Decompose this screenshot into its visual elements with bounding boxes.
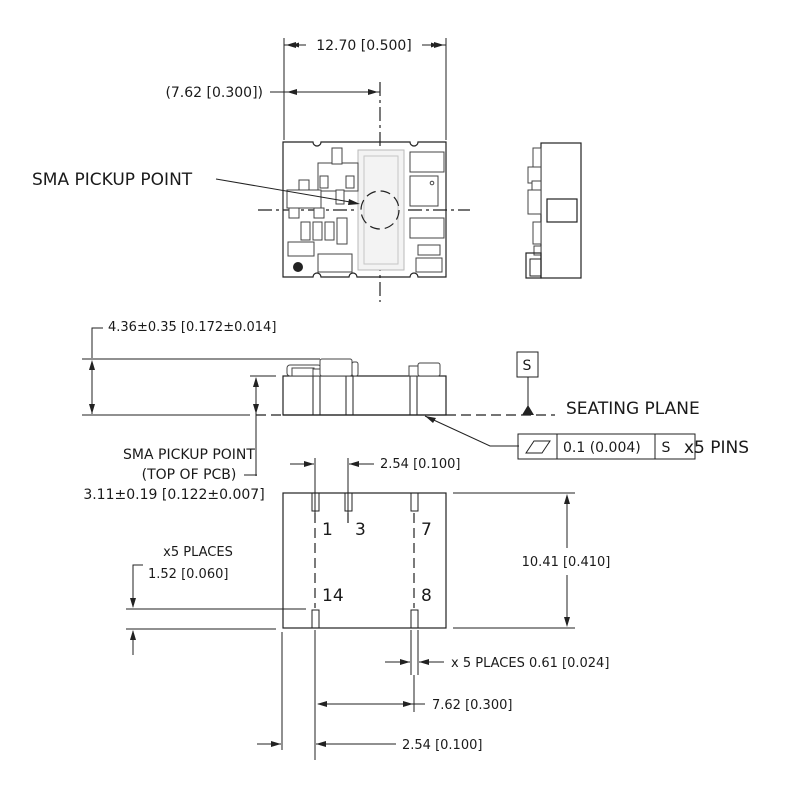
body-height-dimension-label: 10.41 [0.410] [522,555,611,570]
seating-plane-label: SEATING PLANE [566,399,700,419]
pin1-indicator-dot [293,262,303,272]
bottom-view: 2.54 [0.100] 10.41 [0.410] 1 3 7 14 8 x5… [126,457,610,760]
pin-length-label-line2: 1.52 [0.060] [148,567,228,582]
pickup-point-circle [360,190,400,230]
edge-offset-dimension-label: 2.54 [0.100] [402,738,482,753]
height-dimension-label: 4.36±0.35 [0.172±0.014] [108,320,276,335]
tolerance-datum: S [662,440,671,456]
flatness-symbol-icon [525,440,551,454]
pickup-point-label: SMA PICKUP POINT [32,170,193,190]
pin-width-dimension-label: x 5 PLACES 0.61 [0.024] [451,656,609,671]
tolerance-value: 0.1 (0.004) [563,440,641,456]
module-top-outline [282,141,447,278]
pin-number-8: 8 [421,586,432,606]
pickup-offset-dimension-label: (7.62 [0.300]) [165,85,263,101]
datum-s-label: S [523,358,532,374]
side-pickup-label-line2: (TOP OF PCB) [142,467,237,483]
pin-pitch-dimension-label: 2.54 [0.100] [380,457,460,472]
tolerance-frame: 0.1 (0.004) S x5 PINS [517,433,749,460]
pin-length-label-line1: x5 PLACES [163,545,233,560]
pin-number-14: 14 [322,586,344,606]
side-pickup-label-line1: SMA PICKUP POINT [123,447,255,463]
top-view: 12.70 [0.500] (7.62 [0.300]) [32,38,470,302]
width-dimension-label: 12.70 [0.500] [316,38,412,54]
pin-number-1: 1 [322,520,333,540]
pickup-height-dimension-label: 3.11±0.19 [0.122±0.007] [83,487,264,503]
pin-number-3: 3 [355,520,366,540]
logo-watermark [357,149,405,271]
datum-triangle-icon [522,405,534,415]
tolerance-note: x5 PINS [684,438,749,458]
side-view: 4.36±0.35 [0.172±0.014] SMA PIC [82,320,749,503]
module-bottom-outline [282,492,447,629]
end-view [525,142,582,279]
pin-number-7: 7 [421,520,432,540]
pin-spacing-dimension-label: 7.62 [0.300] [432,698,512,713]
